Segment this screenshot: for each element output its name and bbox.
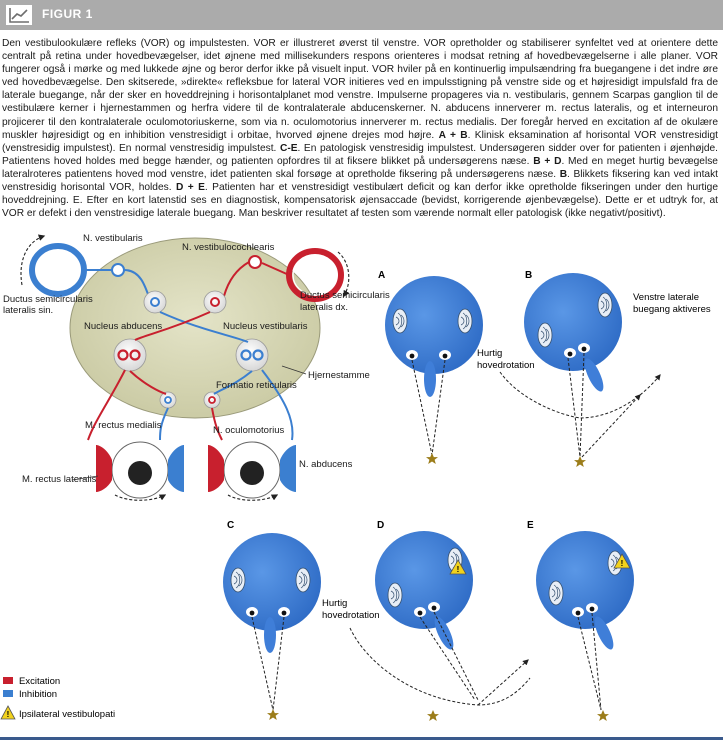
legend-inhibition-swatch bbox=[3, 690, 13, 697]
legend-inhibition-label: Inhibition bbox=[19, 689, 57, 700]
svg-text:!: ! bbox=[7, 710, 10, 719]
chart-icon bbox=[6, 5, 32, 25]
label-m-rectus-lateralis: M. rectus lateralis bbox=[22, 474, 97, 485]
svg-text:!: ! bbox=[457, 565, 460, 574]
panel-b-hurtig-2: hovedrotation bbox=[477, 360, 535, 371]
nucleus-vestibularis-right bbox=[203, 290, 227, 314]
panel-e-head bbox=[536, 531, 634, 629]
bottom-rule bbox=[0, 737, 723, 740]
panel-e-target-star bbox=[597, 710, 609, 721]
legend: Excitation Inhibition ! Ipsilateral vest… bbox=[0, 676, 115, 720]
label-formatio-reticularis: Formatio reticularis bbox=[216, 380, 297, 391]
legend-lesion-label: Ipsilateral vestibulopati bbox=[19, 709, 115, 720]
caption-text: . Klinisk eksamination af horisontal VOR… bbox=[2, 129, 718, 154]
label-m-rectus-medialis: M. rectus medialis bbox=[85, 420, 162, 431]
label-nucleus-vestibularis: Nucleus vestibularis bbox=[223, 321, 308, 332]
panel-a-head bbox=[385, 276, 483, 374]
caption-text: . Blikkets fiksering kan ved intakt vens… bbox=[2, 168, 718, 194]
panel-c-letter: C bbox=[227, 520, 234, 531]
caption-bold: C-E bbox=[279, 142, 298, 154]
caption-text: . Patienten har et venstresidigt vestibu… bbox=[2, 182, 718, 220]
panel-d-target-star bbox=[427, 710, 439, 721]
label-n-vestibulocochlearis: N. vestibulocochlearis bbox=[182, 242, 275, 253]
scarpa-ganglion-right bbox=[248, 255, 262, 269]
panel-b-head bbox=[524, 273, 622, 371]
panel-c: C bbox=[223, 520, 321, 720]
vor-reflex-diagram: N. vestibularis N. vestibulocochlearis D… bbox=[3, 233, 390, 501]
caption-bold: D + E bbox=[175, 182, 205, 194]
figure-caption: Den vestibulookulære refleks (VOR) og im… bbox=[2, 37, 718, 220]
caption-bold: B + D bbox=[533, 155, 562, 167]
left-eyeball bbox=[96, 441, 184, 501]
panel-c-head bbox=[223, 533, 321, 631]
panel-d-lesion-marker: ! bbox=[449, 559, 467, 575]
ductus-sin-canal bbox=[20, 234, 87, 297]
scarpa-ganglion-left bbox=[111, 263, 125, 277]
vor-figure: N. vestibularis N. vestibulocochlearis D… bbox=[0, 233, 711, 721]
panel-a-letter: A bbox=[378, 270, 385, 281]
figure-label: FIGUR 1 bbox=[42, 7, 93, 21]
panel-d-hurtig-1: Hurtig bbox=[322, 598, 347, 609]
label-nucleus-abducens: Nucleus abducens bbox=[84, 321, 162, 332]
caption-text: Den vestibulookulære refleks (VOR) og im… bbox=[2, 38, 718, 141]
nucleus-vestibularis-left bbox=[143, 290, 167, 314]
label-ductus-sin-1: Ductus semicircularis bbox=[3, 294, 93, 305]
panel-c-target-star bbox=[267, 709, 279, 720]
figure-header: FIGUR 1 bbox=[0, 0, 723, 30]
panel-d: D ! Hurtig hovedrotation bbox=[322, 520, 531, 721]
panel-b: B Venstre laterale buegang aktiveres Hur… bbox=[477, 270, 711, 467]
label-n-oculomotorius: N. oculomotorius bbox=[213, 425, 285, 436]
panel-a: A bbox=[378, 270, 483, 464]
panel-e: E ! bbox=[527, 520, 634, 721]
caption-text: . En patologisk venstresidig impulstest.… bbox=[2, 142, 718, 167]
panel-b-target-star bbox=[574, 456, 586, 467]
label-ductus-sin-2: lateralis sin. bbox=[3, 305, 53, 316]
panel-e-letter: E bbox=[527, 520, 534, 531]
caption-text: . Med en meget hurtig bevægelse lateralr… bbox=[2, 155, 718, 180]
label-hjernestamme: Hjernestamme bbox=[308, 370, 370, 381]
label-n-vestibularis: N. vestibularis bbox=[83, 233, 143, 244]
panel-b-letter: B bbox=[525, 270, 532, 281]
legend-excitation-label: Excitation bbox=[19, 676, 60, 687]
oculomotor-nucleus-left bbox=[159, 391, 177, 409]
legend-lesion-icon: ! bbox=[0, 705, 16, 720]
right-eyeball bbox=[208, 441, 296, 501]
panel-b-hurtig-1: Hurtig bbox=[477, 348, 502, 359]
legend-excitation-swatch bbox=[3, 677, 13, 684]
panel-d-letter: D bbox=[377, 520, 384, 531]
label-n-abducens: N. abducens bbox=[299, 459, 353, 470]
label-ductus-dx-2: lateralis dx. bbox=[300, 302, 348, 313]
panel-b-note-2: buegang aktiveres bbox=[633, 304, 711, 315]
oculomotor-nucleus-right bbox=[203, 391, 221, 409]
caption-bold: B bbox=[559, 168, 568, 180]
panel-b-note-1: Venstre laterale bbox=[633, 292, 699, 303]
panel-d-hurtig-2: hovedrotation bbox=[322, 610, 380, 621]
label-ductus-dx-1: Ductus semicircularis bbox=[300, 290, 390, 301]
svg-text:!: ! bbox=[621, 559, 624, 568]
caption-bold: A + B bbox=[438, 129, 468, 141]
panel-e-lesion-marker: ! bbox=[613, 553, 631, 569]
panel-a-target-star bbox=[426, 453, 438, 464]
